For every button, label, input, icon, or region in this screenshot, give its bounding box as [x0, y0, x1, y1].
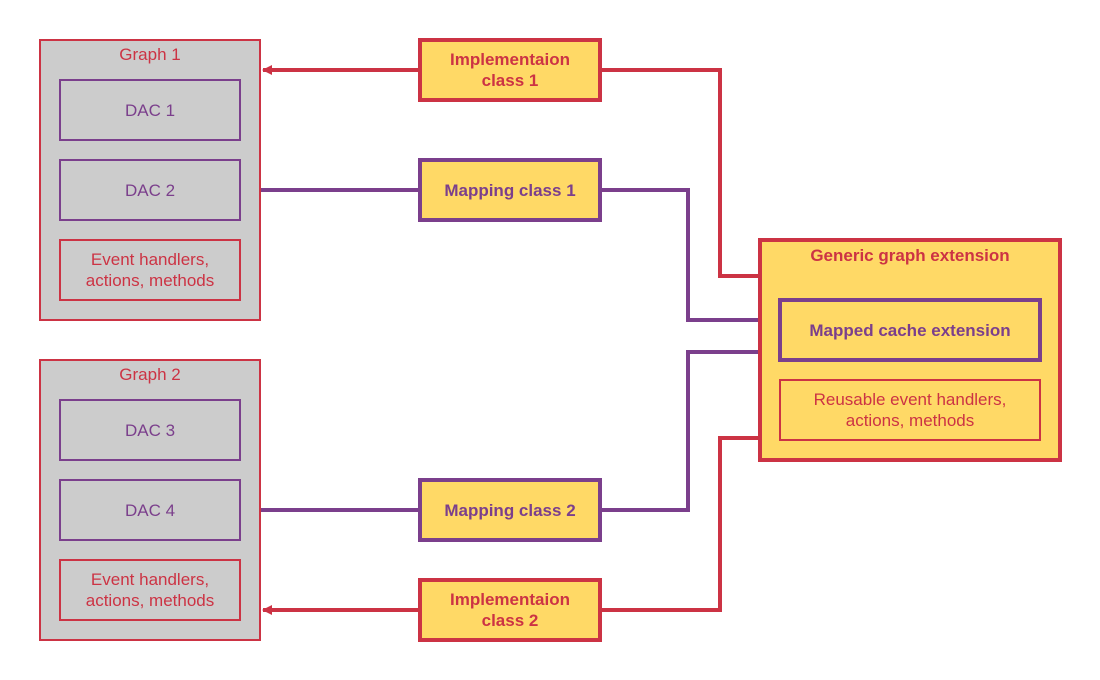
graph2-handlers-line1: Event handlers,: [90, 570, 210, 589]
graph1-handlers-line1: Event handlers,: [90, 250, 210, 269]
line-mapping1-mapped: [600, 188, 780, 322]
implementation-class2-box: Implementaion class 2: [418, 578, 602, 642]
line-mapping2-mapped: [600, 350, 780, 512]
dac2-box: DAC 2: [59, 159, 241, 221]
dac4-box: DAC 4: [59, 479, 241, 541]
impl2-line1: Implementaion: [450, 590, 570, 609]
graph2-title: Graph 2: [119, 365, 181, 384]
mapped-cache-extension-box: Mapped cache extension: [778, 298, 1042, 362]
mapping-class1-box: Mapping class 1: [418, 158, 602, 222]
graph1-handlers-line2: actions, methods: [85, 271, 215, 290]
graph1-title: Graph 1: [119, 45, 181, 64]
mapping-class2-box: Mapping class 2: [418, 478, 602, 542]
dac1-box: DAC 1: [59, 79, 241, 141]
graph2-handlers-box: Event handlers, actions, methods: [59, 559, 241, 621]
reusable-handlers-box: Reusable event handlers, actions, method…: [779, 379, 1041, 441]
reusable-line2: actions, methods: [845, 411, 975, 430]
graph1-handlers-box: Event handlers, actions, methods: [59, 239, 241, 301]
impl2-line2: class 2: [481, 611, 539, 630]
graph2-handlers-line2: actions, methods: [85, 591, 215, 610]
line-impl2-extension: [600, 436, 762, 612]
dac3-box: DAC 3: [59, 399, 241, 461]
impl1-line1: Implementaion: [450, 50, 570, 69]
line-impl1-extension: [600, 68, 762, 278]
implementation-class1-box: Implementaion class 1: [418, 38, 602, 102]
impl1-line2: class 1: [481, 71, 539, 90]
reusable-line1: Reusable event handlers,: [813, 390, 1007, 409]
extension-title: Generic graph extension: [810, 246, 1010, 265]
